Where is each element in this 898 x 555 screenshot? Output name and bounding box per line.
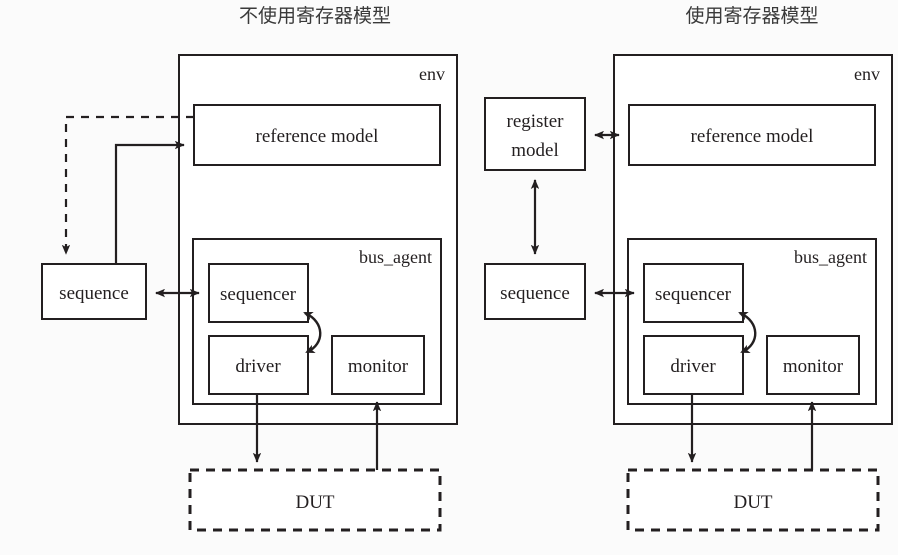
register-model-label-line1: register [507, 111, 565, 132]
bus-agent-label-left: bus_agent [359, 247, 432, 267]
driver-label-right: driver [670, 356, 716, 377]
env-label-left: env [419, 64, 445, 84]
monitor-box-left [331, 335, 425, 395]
sequence-box-left [41, 263, 147, 320]
sequence-label-right: sequence [500, 283, 570, 304]
env-label-right: env [854, 64, 880, 84]
monitor-label-left: monitor [348, 356, 409, 377]
monitor-label-right: monitor [783, 356, 844, 377]
sequence-label-left: sequence [59, 283, 129, 304]
bus-agent-label-right: bus_agent [794, 247, 867, 267]
dut-box-right [626, 468, 880, 532]
dut-label-right: DUT [733, 492, 772, 513]
sequencer-label-left: sequencer [220, 284, 297, 305]
dut-box-left [188, 468, 442, 532]
sequence-box-right [484, 263, 586, 320]
driver-box-left [208, 335, 309, 395]
sequencer-box-right [643, 263, 744, 323]
driver-box-right [643, 335, 744, 395]
connector-refmodel-to-sequence-left [61, 115, 194, 255]
register-model-box [484, 97, 586, 171]
connector-sequencer-driver-left [303, 311, 322, 354]
sequencer-label-right: sequencer [655, 284, 732, 305]
reference-model-label-left: reference model [256, 126, 379, 147]
register-model-label-line2: model [511, 140, 559, 161]
connector-sequence-to-refmodel-left [114, 140, 185, 264]
connector-sequencer-driver-right [738, 311, 757, 354]
monitor-box-right [766, 335, 860, 395]
reference-model-box-left [193, 104, 441, 166]
panel-title-right: 使用寄存器模型 [685, 5, 818, 27]
driver-label-left: driver [235, 356, 281, 377]
dut-label-left: DUT [295, 492, 334, 513]
sequencer-box-left [208, 263, 309, 323]
panel-title-left: 不使用寄存器模型 [239, 5, 391, 27]
reference-model-label-right: reference model [691, 126, 814, 147]
reference-model-box-right [628, 104, 876, 166]
